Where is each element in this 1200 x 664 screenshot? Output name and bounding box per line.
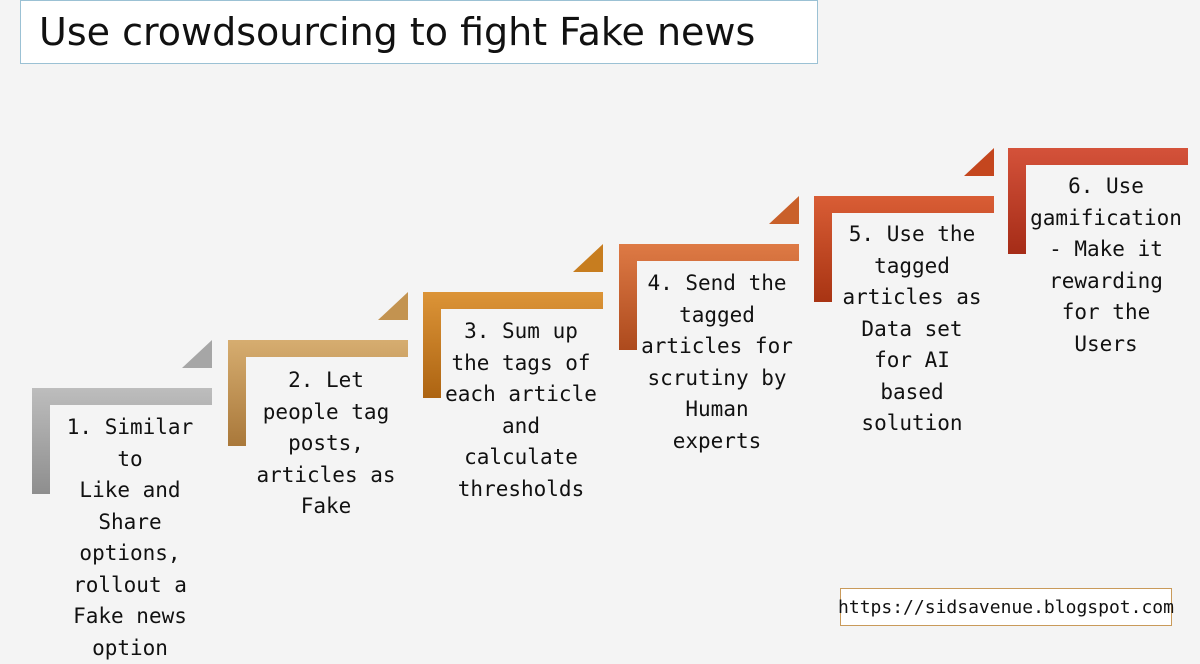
step-6-shape [1008,148,1188,254]
step-1-shape [32,340,212,494]
step-2-label: 2. Let people tag posts, articles as Fak… [256,368,396,518]
step-4-label: 4. Send the tagged articles for scrutiny… [641,271,793,453]
step-3-label: 3. Sum up the tags of each article and c… [445,319,597,501]
footer-url[interactable]: https://sidsavenue.blogspot.com [838,596,1174,618]
step-5-label: 5. Use the tagged articles as Data set f… [842,222,982,435]
step-4-shape [619,196,799,350]
step-2-shape [228,292,408,446]
title-box: Use crowdsourcing to fight Fake news [20,0,818,64]
step-5-shape [814,148,994,302]
step-6-label: 6. Use gamification - Make it rewarding … [1030,174,1182,356]
footer-url-box: https://sidsavenue.blogspot.com [838,588,1174,626]
steps-diagram [32,148,1188,494]
step-3-shape [423,244,603,398]
page-title: Use crowdsourcing to fight Fake news [39,10,756,54]
step-1-label: 1. Similar to Like and Share options, ro… [66,415,194,660]
